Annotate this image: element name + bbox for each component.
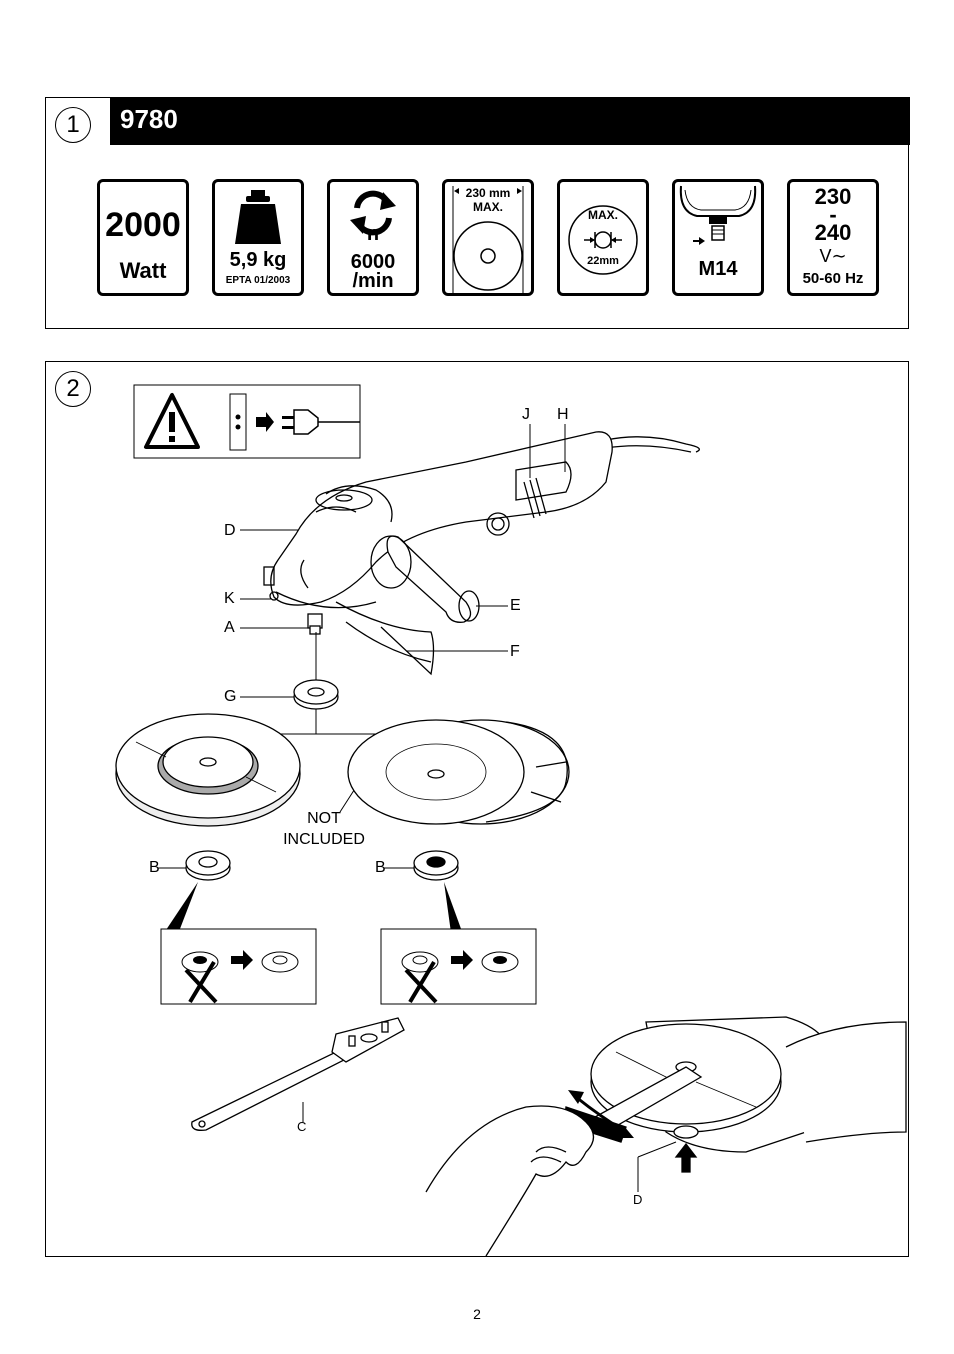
inner-flange <box>293 679 339 710</box>
depressed-center-wheel <box>115 713 301 827</box>
page-number: 2 <box>473 1306 481 1322</box>
label-e: E <box>510 597 521 614</box>
label-f: F <box>510 643 520 660</box>
bore-max: MAX. <box>588 208 618 222</box>
weight-value: 5,9 kg <box>229 249 287 271</box>
bore-spec: MAX. 22mm <box>557 179 649 296</box>
not-included-line2: INCLUDED <box>283 831 365 848</box>
step-number: 1 <box>55 107 91 143</box>
label-j: J <box>522 406 530 423</box>
assembly-drawing <box>115 384 907 1256</box>
bore-icon <box>568 205 638 275</box>
disc-size-value: 230 mm <box>465 186 511 200</box>
voltage-high: 240 <box>814 220 852 245</box>
voltage-symbol: V∼ <box>819 246 847 266</box>
power-value: 2000 <box>105 206 181 244</box>
label-b-right: B <box>375 859 386 876</box>
disc-size-max: MAX. <box>473 200 503 214</box>
lock-nut-wrench <box>191 1017 405 1131</box>
weight-note: EPTA 01/2003 <box>225 275 291 286</box>
label-b-left: B <box>149 859 160 876</box>
voltage-dash: - <box>829 202 837 227</box>
speed-symbol: n <box>366 223 380 245</box>
disc-size-spec: 230 mm MAX. <box>442 179 534 296</box>
power-spec: 2000 Watt <box>97 179 189 296</box>
bore-size: 22mm <box>587 255 619 267</box>
rotation-double-arrow <box>568 1090 634 1138</box>
label-d: D <box>224 522 236 539</box>
speed-unit: /min <box>352 270 394 292</box>
pointer-left <box>166 882 198 934</box>
thread-value: M14 <box>698 258 738 280</box>
label-c: C <box>297 1119 307 1134</box>
specs-panel: 1 9780 2000 Watt 5,9 kg EPTA 01/2003 n 6… <box>45 97 910 329</box>
thread-spec: M14 <box>672 179 764 296</box>
model-title: 9780 <box>110 97 910 145</box>
speed-value: 6000 <box>350 251 396 273</box>
speed-spec: n 6000 /min <box>327 179 419 296</box>
flange-orientation-right <box>380 928 537 1005</box>
step-number: 2 <box>55 371 91 407</box>
rotation-arrows-icon <box>350 190 396 236</box>
weight-icon <box>235 190 281 244</box>
label-g: G <box>224 688 237 705</box>
not-included-line1: NOT <box>307 810 341 827</box>
voltage-low: 230 <box>814 184 852 209</box>
label-k: K <box>224 590 235 607</box>
weight-spec: 5,9 kg EPTA 01/2003 <box>212 179 304 296</box>
wrench-in-use <box>425 1016 907 1256</box>
pointer-right <box>444 882 464 940</box>
unplug-warning <box>133 384 361 459</box>
label-d-bottom: D <box>633 1192 643 1207</box>
label-a: A <box>224 619 235 636</box>
voltage-spec: 230 - 240 V∼ 50-60 Hz <box>787 179 879 296</box>
disc-icon <box>452 186 524 293</box>
label-h: H <box>557 406 569 423</box>
assembly-panel: 2 <box>45 361 909 1257</box>
frequency: 50-60 Hz <box>802 270 864 287</box>
flange-orientation-left <box>160 928 317 1005</box>
outer-flanges <box>185 850 459 881</box>
spindle-thread-icon <box>679 185 757 245</box>
power-unit: Watt <box>119 258 167 283</box>
angle-grinder <box>263 431 700 676</box>
cutting-discs <box>347 719 570 825</box>
